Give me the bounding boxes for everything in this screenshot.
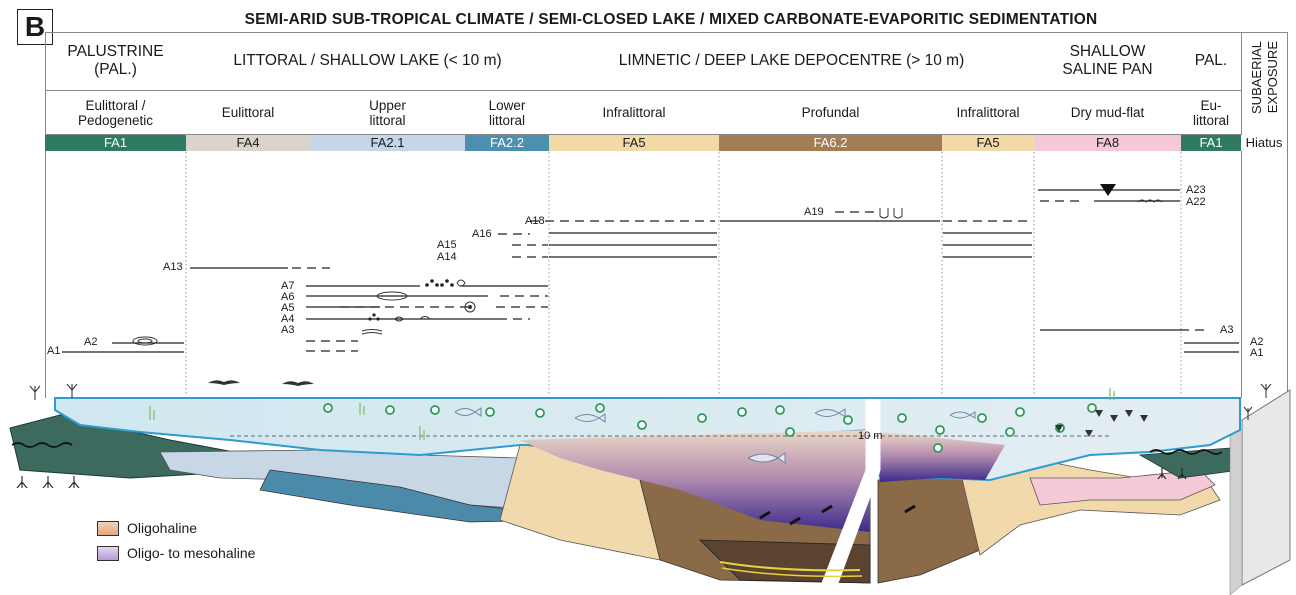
bird-symbols [208, 380, 314, 386]
env-palustrine: PALUSTRINE (PAL.) [67, 43, 164, 78]
facies-fa4: FA4 [186, 135, 310, 151]
subzone-infralittoral: Infralittoral [602, 105, 666, 120]
facies-fa5: FA5 [549, 135, 719, 151]
charophyte-symbols [323, 403, 1097, 453]
surface-label-a23: A23 [1186, 184, 1206, 196]
header-rule [45, 134, 1241, 135]
frame-left [45, 32, 46, 398]
env-pal: PAL. [1194, 52, 1228, 69]
facies-fa2-1: FA2.1 [310, 135, 465, 151]
facies-fa8: FA8 [1034, 135, 1181, 151]
shell-symbols [132, 199, 1163, 346]
env-littoral: LITTORAL / SHALLOW LAKE (< 10 m) [233, 52, 502, 69]
panel-letter: B [17, 9, 53, 45]
surface-label-a22: A22 [1186, 196, 1206, 208]
surface-label-a3: A3 [281, 324, 295, 336]
frame-right [1241, 32, 1242, 398]
fish-symbols [454, 407, 976, 464]
surface-label-a1-right: A1 [1250, 347, 1264, 359]
surface-label-a7: A7 [281, 280, 295, 292]
zone-separators [185, 152, 1182, 395]
facies-fa6-2: FA6.2 [719, 135, 942, 151]
facies-fa2-2: FA2.2 [465, 135, 549, 151]
subzone-dry-mud-flat: Dry mud-flat [1070, 105, 1145, 120]
facies-fa1-2: FA1 [1181, 135, 1241, 151]
root-symbols [16, 468, 1187, 489]
climate-banner: SEMI-ARID SUB-TROPICAL CLIMATE / SEMI-CL… [244, 11, 1098, 28]
header-rule [45, 32, 1287, 33]
surface-lines [62, 189, 1239, 353]
surface-label-a1: A1 [47, 345, 61, 357]
legend-label-oligohaline: Oligohaline [127, 520, 198, 536]
surface-label-a4: A4 [281, 313, 295, 325]
surface-label-a5: A5 [281, 302, 295, 314]
surface-label-a13: A13 [163, 261, 183, 273]
legend-swatch-mesohaline [97, 546, 119, 561]
surface-label-a18: A18 [525, 215, 545, 227]
legend-label-mesohaline: Oligo- to mesohaline [127, 545, 256, 561]
fossil-symbols [368, 279, 454, 321]
plant-symbols [29, 383, 1272, 420]
surface-label-a14: A14 [437, 251, 457, 263]
subzone-eulittoral-pedogenetic: Eulittoral / Pedogenetic [77, 97, 154, 128]
facies-fa1: FA1 [45, 135, 186, 151]
dashed-surface-lines [292, 200, 1205, 352]
header-rule [45, 90, 1241, 91]
surface-label-a6: A6 [281, 291, 295, 303]
env-limnetic: LIMNETIC / DEEP LAKE DEPOCENTRE (> 10 m) [618, 52, 965, 69]
subzone-profundal: Profundal [801, 105, 860, 120]
surface-label-a2: A2 [84, 336, 98, 348]
subzone-upper-littoral: Upper littoral [369, 97, 406, 128]
legend-swatch-oligohaline [97, 521, 119, 536]
env-saline-pan: SHALLOW SALINE PAN [1062, 43, 1153, 78]
surface-label-a16: A16 [472, 228, 492, 240]
depth-10m-label: 10 m [858, 430, 883, 442]
frame-right-outer [1287, 32, 1288, 398]
facies-fa5-2: FA5 [942, 135, 1034, 151]
subzone-infralittoral-2: Infralittoral [956, 105, 1020, 120]
surface-label-a2-right: A2 [1250, 336, 1264, 348]
surface-label-a15: A15 [437, 239, 457, 251]
facies-hiatus: Hiatus [1241, 135, 1287, 151]
water-table-symbol [1100, 184, 1116, 196]
surface-label-a3-right: A3 [1220, 324, 1234, 336]
surface-label-a19: A19 [804, 206, 824, 218]
subzone-eulittoral-2: Eu- littoral [1192, 97, 1229, 128]
subzone-lower-littoral: Lower littoral [488, 97, 526, 128]
mud-flat-body [1029, 469, 1216, 506]
subzone-eulittoral: Eulittoral [221, 105, 275, 120]
